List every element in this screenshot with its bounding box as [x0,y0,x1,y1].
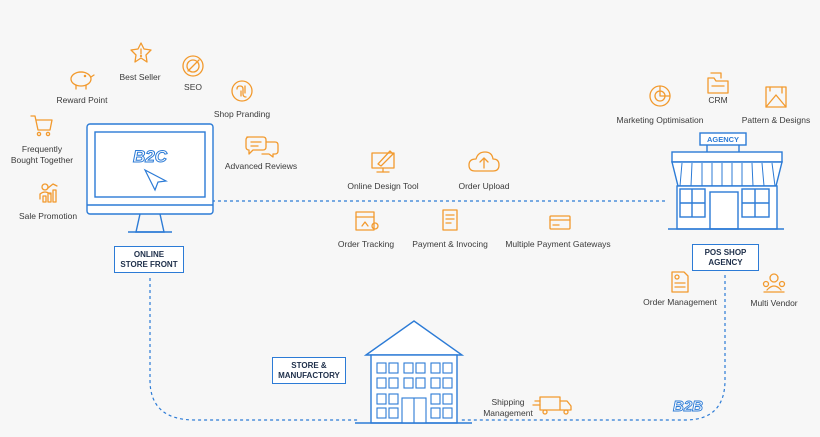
feature-order-upload: Order Upload [458,181,510,191]
feature-advanced-reviews: Advanced Reviews [224,161,298,171]
feature-seo: SEO [184,82,202,92]
invoice-icon [442,209,458,231]
pattern-design-icon [765,86,787,108]
star-badge-icon [130,42,152,63]
feature-pattern-designs: Pattern & Designs [741,115,811,125]
connector-lines [149,200,726,421]
feature-payment-invocing: Payment & Invocing [412,239,488,249]
feature-shop-pranding: Shop Pranding [213,109,271,119]
b2c-logo: B2C [133,147,168,166]
chat-bubbles-icon [245,136,279,158]
cloud-upload-icon [468,151,500,172]
store-manufactory-badge: STORE &MANUFACTORY [272,357,346,385]
feature-best-seller: Best Seller [119,72,161,82]
delivery-truck-icon [532,396,572,415]
feature-multi-vendor: Multi Vendor [750,298,798,308]
online-store-monitor [86,123,214,233]
store-manufactory-building [355,320,472,424]
shopping-cart-icon [30,115,53,137]
b2b-logo: B2B [673,398,703,415]
credit-card-icon [549,215,571,230]
multi-vendor-icon [762,273,786,293]
order-document-icon [671,271,689,293]
feature-sale-promotion: Sale Promotion [18,211,78,221]
piggy-bank-icon [70,71,95,90]
agency-sign: AGENCY [707,135,739,144]
feature-reward-point: Reward Point [56,95,108,105]
brand-logo-icon [231,80,253,102]
seo-target-icon [182,55,204,77]
feature-crm: CRM [708,95,728,105]
crm-folder-icon [707,72,729,94]
feature-order-management: Order Management [643,297,717,307]
feature-marketing-optimisation: Marketing Optimisation [616,115,704,125]
person-chart-icon [39,183,58,203]
feature-online-design-tool: Online Design Tool [347,181,419,191]
feature-multiple-payment-gateways: Multiple Payment Gateways [505,239,611,249]
agency-shop-building [668,132,784,230]
marketing-chart-icon [649,85,671,107]
design-monitor-icon [371,150,395,173]
order-tracking-icon [355,211,379,231]
feature-order-tracking: Order Tracking [337,239,395,249]
